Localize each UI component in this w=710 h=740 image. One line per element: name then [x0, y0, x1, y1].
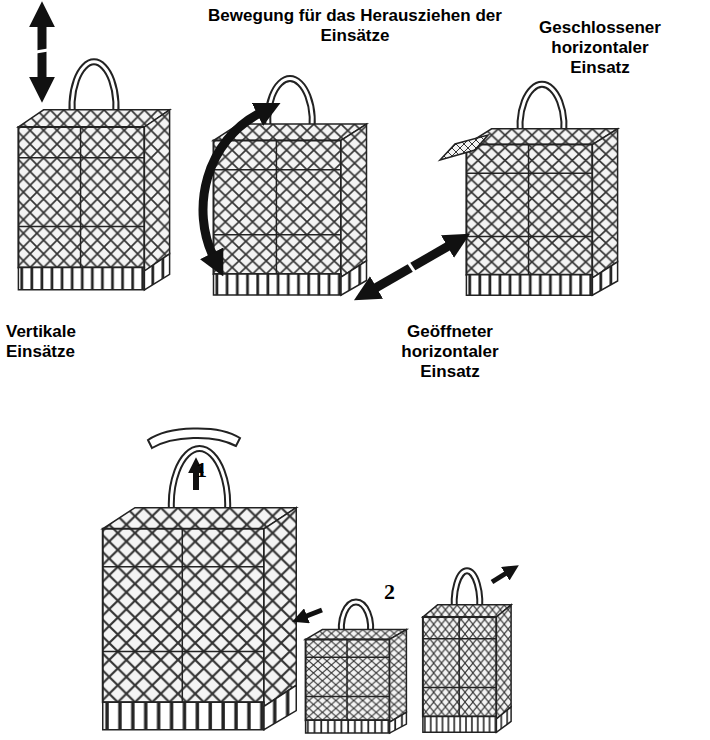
- basket-vertical: [18, 62, 169, 290]
- basket-assembled: [103, 448, 297, 729]
- arrow-left: [304, 610, 322, 617]
- caption-label: Geöffneter horizontaler Einsatz: [385, 322, 515, 382]
- basket-part-left: [306, 602, 407, 733]
- arrow-gap: [36, 50, 48, 52]
- double-arrow: [372, 244, 452, 290]
- caption-label: Geschlossener horizontaler Einsatz: [530, 18, 670, 78]
- callout-number: 2: [384, 580, 404, 604]
- open-insert-flap: [440, 135, 488, 160]
- basket-part-right: [423, 571, 511, 733]
- arrow-right: [492, 572, 508, 582]
- callout-number: 1: [196, 458, 216, 482]
- curved-arrow: [203, 112, 262, 258]
- arrow-gap: [408, 262, 416, 274]
- basket-pull-out: [214, 79, 367, 296]
- basket-closed: [466, 84, 617, 295]
- caption-label: Vertikale Einsätze: [6, 322, 116, 362]
- handle-clip: [148, 428, 240, 448]
- caption-label: Bewegung für das Herausziehen der Einsät…: [190, 6, 520, 46]
